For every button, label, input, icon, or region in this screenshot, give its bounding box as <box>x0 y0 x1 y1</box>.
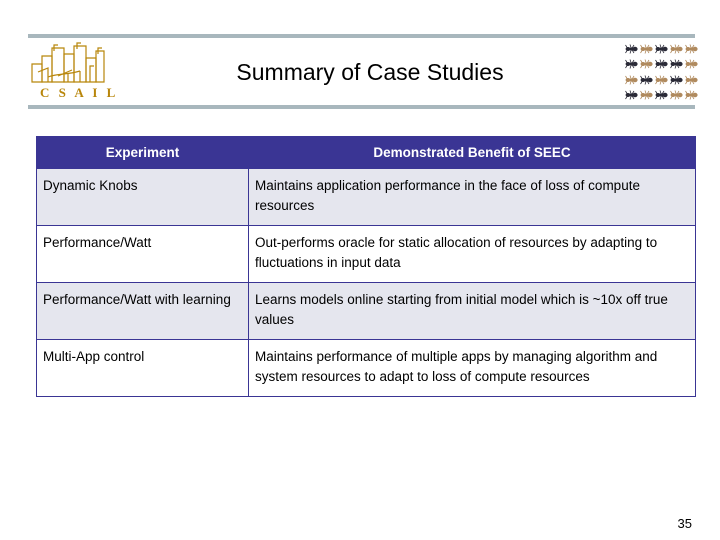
page-number: 35 <box>677 516 692 531</box>
cell-benefit: Maintains performance of multiple apps b… <box>248 339 696 397</box>
ant-icon <box>684 42 698 56</box>
ant-icon <box>654 57 668 71</box>
ant-icon <box>684 73 698 87</box>
column-header-experiment: Experiment <box>36 136 249 169</box>
ant-icon <box>639 88 653 102</box>
header-rule-bottom <box>28 105 695 109</box>
ant-icon <box>639 73 653 87</box>
ant-icon <box>684 88 698 102</box>
cell-experiment: Multi-App control <box>36 339 249 397</box>
table-header-row: Experiment Demonstrated Benefit of SEEC <box>36 136 696 169</box>
cell-benefit: Maintains application performance in the… <box>248 168 696 226</box>
ant-icon <box>639 57 653 71</box>
ant-icon <box>684 57 698 71</box>
ant-icon <box>669 57 683 71</box>
ant-icon <box>669 42 683 56</box>
page-title: Summary of Case Studies <box>236 59 504 85</box>
ant-icon <box>624 57 638 71</box>
ant-icon <box>639 42 653 56</box>
column-header-benefit: Demonstrated Benefit of SEEC <box>248 136 696 169</box>
csail-logo: C S A I L <box>28 42 120 102</box>
cell-benefit: Out-performs oracle for static allocatio… <box>248 225 696 283</box>
table-row: Performance/Watt with learning Learns mo… <box>36 282 696 340</box>
csail-wordmark: C S A I L <box>40 85 119 100</box>
cell-experiment: Dynamic Knobs <box>36 168 249 226</box>
slide-header: C S A I L <box>0 0 720 112</box>
csail-building-icon <box>31 42 105 83</box>
case-studies-table: Experiment Demonstrated Benefit of SEEC … <box>36 136 696 397</box>
header-rule-top <box>28 34 695 38</box>
ant-icon <box>669 73 683 87</box>
ant-icon <box>669 88 683 102</box>
ant-icon <box>654 73 668 87</box>
cell-experiment: Performance/Watt with learning <box>36 282 249 340</box>
ant-icon <box>654 88 668 102</box>
table-row: Performance/Watt Out-performs oracle for… <box>36 225 696 283</box>
ant-icon <box>624 88 638 102</box>
table-row: Multi-App control Maintains performance … <box>36 339 696 397</box>
ant-icon <box>654 42 668 56</box>
ant-icon <box>624 73 638 87</box>
ant-grid-graphic <box>624 42 698 102</box>
cell-benefit: Learns models online starting from initi… <box>248 282 696 340</box>
table-row: Dynamic Knobs Maintains application perf… <box>36 168 696 226</box>
ant-icon <box>624 42 638 56</box>
cell-experiment: Performance/Watt <box>36 225 249 283</box>
